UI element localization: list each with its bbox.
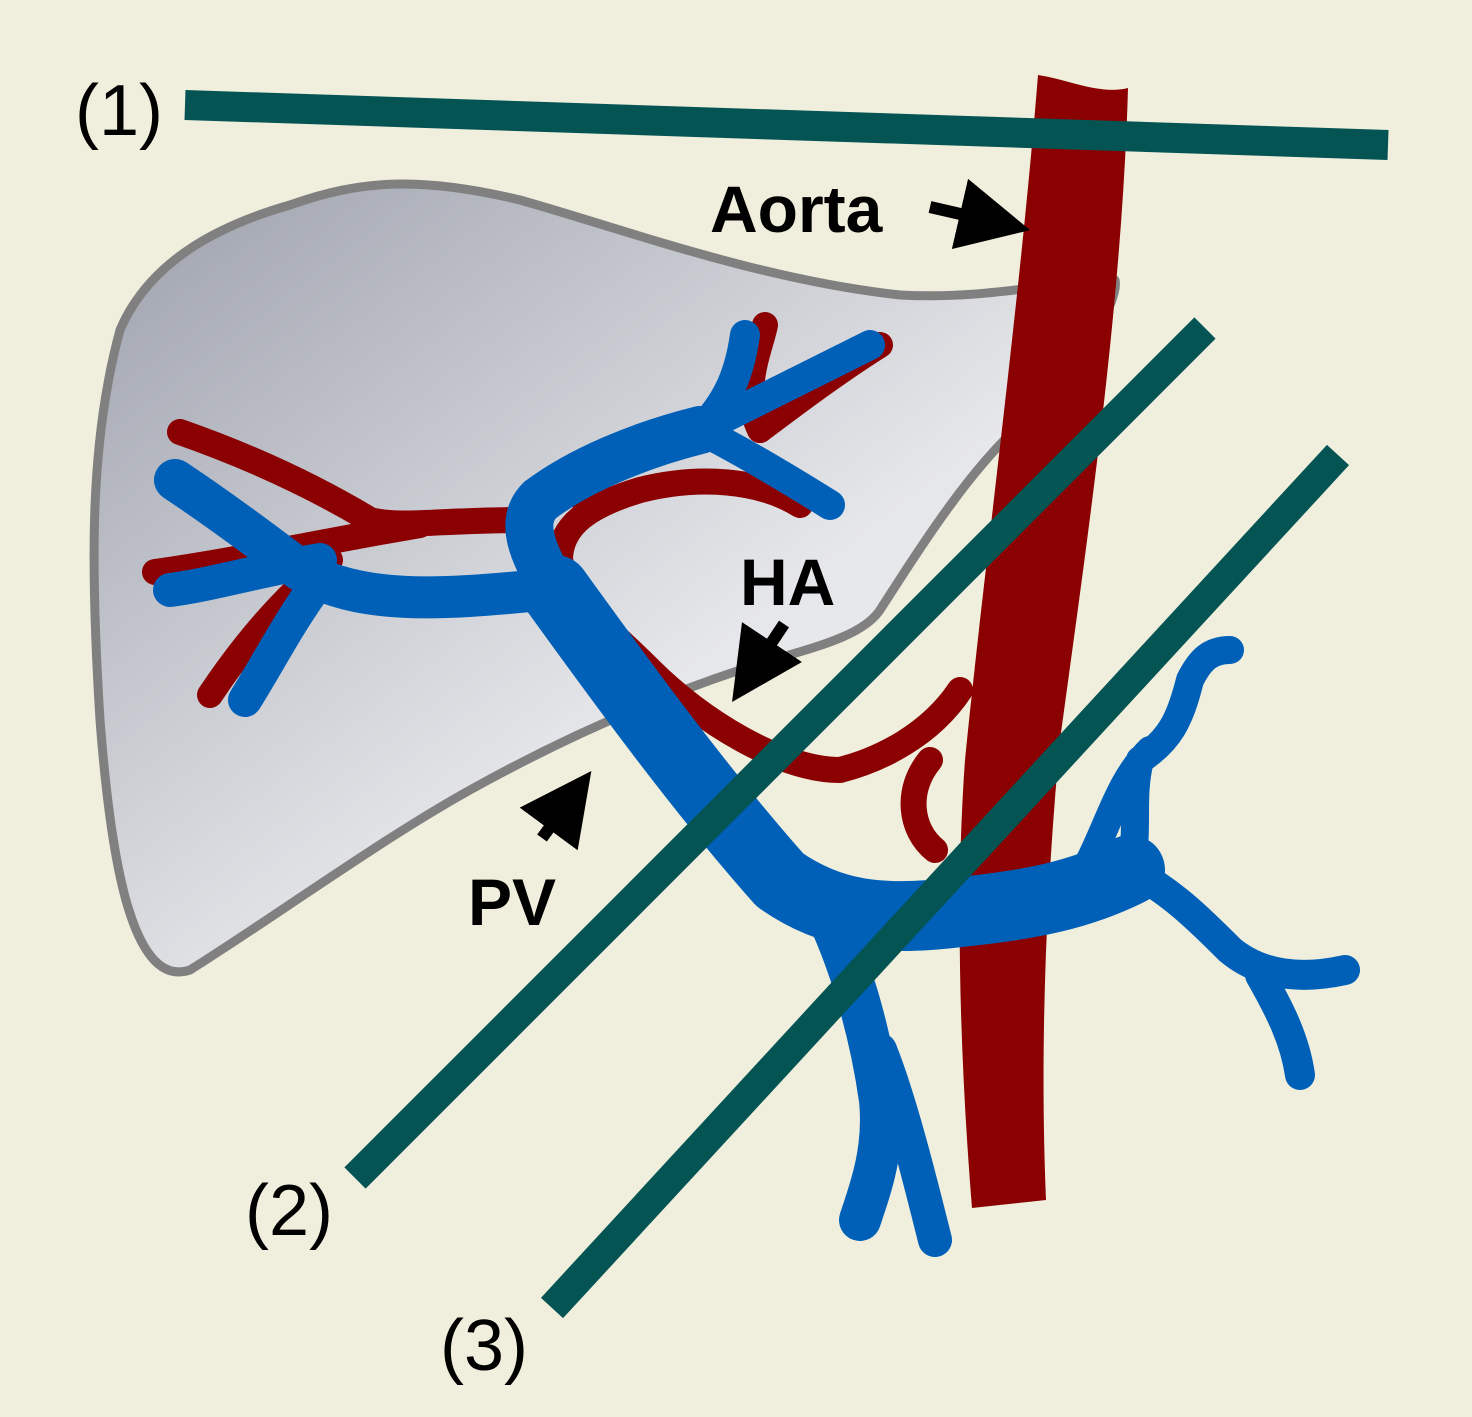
scan-plane-1	[184, 90, 1389, 160]
label-arrows	[519, 178, 1031, 851]
scan-planes	[184, 90, 1389, 1319]
plane-2-label: (2)	[245, 1171, 333, 1251]
portal-vein-branches	[153, 320, 1360, 1257]
plane-3-label: (3)	[440, 1306, 528, 1386]
plane-1-label: (1)	[75, 71, 163, 151]
portal-vein-label: PV	[468, 865, 556, 939]
aorta-arrow	[928, 178, 1031, 249]
aorta-label: Aorta	[710, 172, 884, 246]
hepatic-artery-label: HA	[740, 545, 835, 619]
scan-plane-3	[540, 444, 1350, 1319]
ha-arrow	[732, 620, 802, 702]
scan-plane-2	[344, 317, 1216, 1189]
pv-arrow	[519, 771, 592, 851]
